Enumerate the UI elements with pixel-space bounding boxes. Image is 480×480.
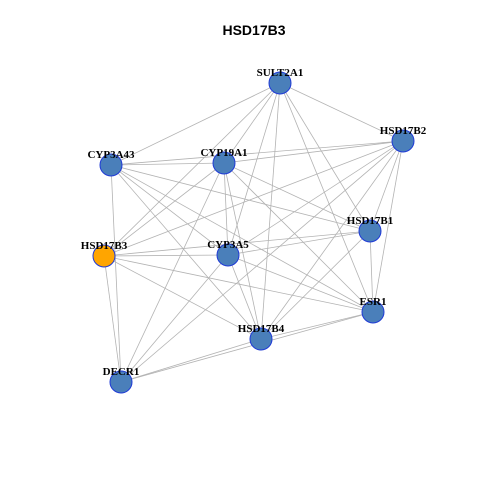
- node-circle-cyp3a5: [216, 243, 240, 267]
- edge-hsd17b2-hsd17b3: [103, 140, 404, 257]
- node-hsd17b3: HSD17B3: [81, 240, 128, 268]
- edge-hsd17b2-hsd17b4: [260, 140, 404, 340]
- edge-hsd17b4-decr1: [120, 338, 262, 383]
- edge-hsd17b2-hsd17b1: [369, 140, 404, 232]
- node-label-hsd17b2: HSD17B2: [380, 125, 427, 137]
- edge-cyp19a1-hsd17b1: [223, 162, 371, 232]
- edge-hsd17b1-cyp3a5: [227, 230, 371, 256]
- edge-sult2a1-hsd17b4: [260, 82, 281, 340]
- node-label-hsd17b4: HSD17B4: [238, 323, 285, 335]
- edge-cyp19a1-hsd17b3: [103, 162, 225, 257]
- node-decr1: DECR1: [103, 366, 140, 394]
- edge-hsd17b3-cyp3a5: [103, 254, 229, 257]
- edge-sult2a1-hsd17b2: [279, 82, 404, 142]
- node-label-hsd17b3: HSD17B3: [81, 240, 128, 252]
- edge-hsd17b1-hsd17b4: [260, 230, 371, 340]
- edge-sult2a1-esr1: [279, 82, 374, 313]
- node-circle-cyp3a43: [99, 153, 123, 177]
- node-circle-sult2a1: [268, 71, 292, 95]
- node-sult2a1: SULT2A1: [257, 67, 304, 95]
- node-hsd17b4: HSD17B4: [238, 323, 285, 351]
- node-label-esr1: ESR1: [360, 296, 387, 308]
- edge-hsd17b2-decr1: [120, 140, 404, 383]
- node-label-cyp19a1: CYP19A1: [200, 147, 247, 159]
- edge-sult2a1-hsd17b3: [103, 82, 281, 257]
- edge-cyp3a43-cyp19a1: [110, 162, 225, 166]
- edge-cyp3a5-hsd17b4: [227, 254, 262, 340]
- node-circle-esr1: [361, 300, 385, 324]
- edge-sult2a1-hsd17b1: [279, 82, 371, 232]
- node-cyp3a5: CYP3A5: [207, 239, 249, 267]
- edge-cyp3a43-hsd17b1: [110, 164, 371, 232]
- edge-cyp3a43-decr1: [110, 164, 122, 383]
- edge-esr1-decr1: [120, 311, 374, 383]
- edge-sult2a1-cyp3a43: [110, 82, 281, 166]
- edge-hsd17b1-hsd17b3: [103, 230, 371, 257]
- node-circle-hsd17b2: [391, 129, 415, 153]
- node-circle-hsd17b1: [358, 219, 382, 243]
- node-label-sult2a1: SULT2A1: [257, 67, 304, 79]
- edge-hsd17b2-cyp3a43: [110, 140, 404, 166]
- node-label-cyp3a43: CYP3A43: [87, 149, 135, 161]
- edge-esr1-hsd17b4: [260, 311, 374, 340]
- node-label-hsd17b1: HSD17B1: [347, 215, 393, 227]
- node-circle-hsd17b4: [249, 327, 273, 351]
- node-circle-decr1: [109, 370, 133, 394]
- node-label-cyp3a5: CYP3A5: [207, 239, 249, 251]
- edge-cyp3a43-cyp3a5: [110, 164, 229, 256]
- edge-cyp3a5-decr1: [120, 254, 229, 383]
- edge-cyp19a1-cyp3a5: [223, 162, 229, 256]
- edge-sult2a1-cyp19a1: [223, 82, 281, 164]
- graph-title: HSD17B3: [222, 22, 285, 38]
- edge-hsd17b3-esr1: [103, 255, 374, 313]
- node-circle-cyp19a1: [212, 151, 236, 175]
- node-hsd17b1: HSD17B1: [347, 215, 393, 243]
- node-esr1: ESR1: [360, 296, 387, 324]
- node-label-decr1: DECR1: [103, 366, 140, 378]
- edge-cyp3a43-hsd17b4: [110, 164, 262, 340]
- node-cyp3a43: CYP3A43: [87, 149, 135, 177]
- edges-layer: [103, 82, 404, 383]
- edge-sult2a1-cyp3a5: [227, 82, 281, 256]
- edge-hsd17b3-decr1: [103, 255, 122, 383]
- edge-hsd17b1-esr1: [369, 230, 374, 313]
- edge-hsd17b2-cyp19a1: [223, 140, 404, 164]
- node-circle-hsd17b3: [92, 244, 116, 268]
- edge-hsd17b3-hsd17b4: [103, 255, 262, 340]
- edge-hsd17b2-esr1: [372, 140, 404, 313]
- node-cyp19a1: CYP19A1: [200, 147, 248, 175]
- edge-cyp19a1-decr1: [120, 162, 225, 383]
- edge-cyp3a43-esr1: [110, 164, 374, 313]
- edge-cyp19a1-hsd17b4: [223, 162, 262, 340]
- edge-cyp3a5-esr1: [227, 254, 374, 313]
- edge-hsd17b2-cyp3a5: [227, 140, 404, 256]
- node-hsd17b2: HSD17B2: [380, 125, 427, 153]
